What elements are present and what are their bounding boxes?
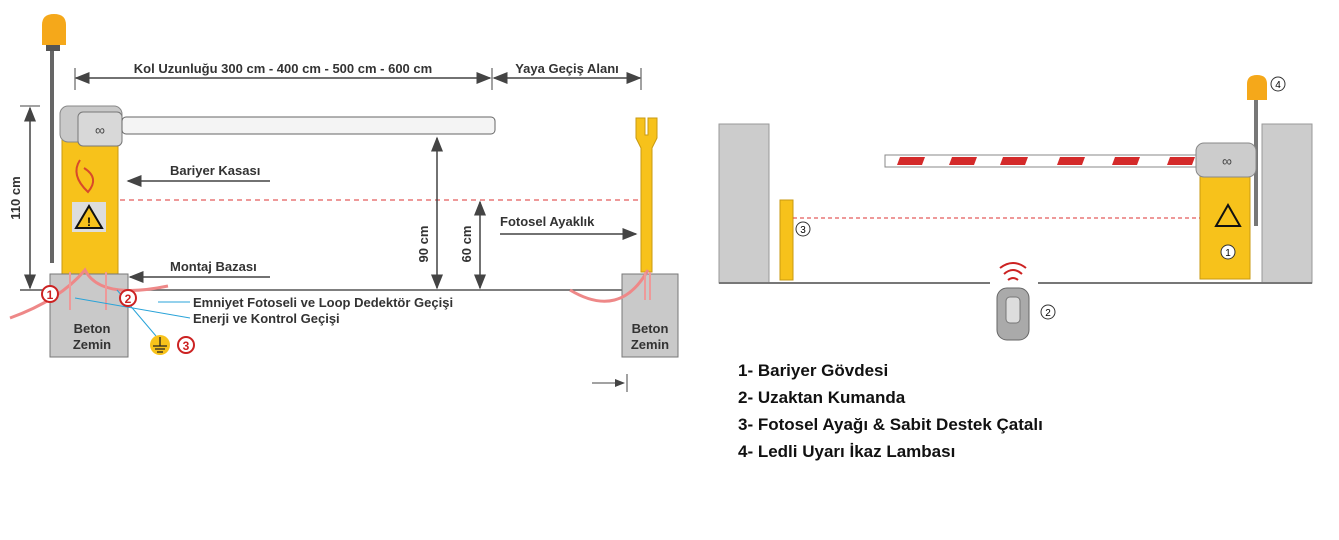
- svg-text:!: !: [87, 215, 91, 229]
- height-90-label: 90 cm: [416, 226, 431, 263]
- remote-control-icon: [996, 262, 1030, 341]
- height-110-label: 110 cm: [8, 176, 23, 219]
- brand-logo-icon: [75, 159, 95, 194]
- component-legend: 1- Bariyer Gövdesi 2- Uzaktan Kumanda 3-…: [738, 360, 1043, 468]
- legend-item: 4- Ledli Uyarı İkaz Lambası: [738, 442, 956, 461]
- warning-lamp-icon: [42, 14, 66, 45]
- warning-sign-icon: [1214, 202, 1242, 227]
- concrete-label: Beton: [632, 321, 669, 336]
- photocell-post: [779, 199, 794, 281]
- wall-right: [1261, 123, 1313, 284]
- safety-passage-label: Emniyet Fotoseli ve Loop Dedektör Geçişi: [193, 295, 453, 310]
- power-passage-label: Enerji ve Kontrol Geçişi: [193, 311, 340, 326]
- legend-item: 1- Bariyer Gövdesi: [738, 361, 889, 380]
- barrier-arm: [121, 116, 496, 135]
- photocell-post-label: Fotosel Ayaklık: [500, 214, 595, 229]
- marker-1: 1: [47, 288, 54, 302]
- pedestrian-area-label: Yaya Geçiş Alanı: [515, 61, 619, 76]
- marker-2: 2: [1045, 308, 1051, 319]
- marker-2: 2: [125, 292, 132, 306]
- concrete-label: Zemin: [73, 337, 111, 352]
- left-installation-diagram: Kol Uzunluğu 300 cm - 400 cm - 500 cm - …: [8, 14, 679, 392]
- legend-item: 3- Fotosel Ayağı & Sabit Destek Çatalı: [738, 415, 1043, 434]
- marker-1: 1: [1225, 248, 1231, 259]
- right-overview-diagram: 4 ∞ 1 3 2: [718, 75, 1313, 341]
- photocell-post: [635, 117, 658, 273]
- height-60-label: 60 cm: [459, 226, 474, 263]
- concrete-label: Zemin: [631, 337, 669, 352]
- marker-3: 3: [800, 225, 806, 236]
- logo-icon: ∞: [1222, 153, 1232, 169]
- logo-icon: ∞: [95, 122, 105, 138]
- lamp-pole: [50, 48, 54, 263]
- cabinet-label: Bariyer Kasası: [170, 163, 260, 178]
- mount-base-label: Montaj Bazası: [170, 259, 257, 274]
- warning-sign-icon: [74, 204, 104, 229]
- striped-barrier-arm: [884, 154, 1201, 168]
- marker-3: 3: [183, 339, 190, 353]
- concrete-label: Beton: [74, 321, 111, 336]
- wall-left: [718, 123, 770, 284]
- arm-length-label: Kol Uzunluğu 300 cm - 400 cm - 500 cm - …: [134, 61, 432, 76]
- legend-item: 2- Uzaktan Kumanda: [738, 388, 906, 407]
- marker-4: 4: [1275, 80, 1281, 91]
- warning-lamp-icon: [1247, 75, 1267, 100]
